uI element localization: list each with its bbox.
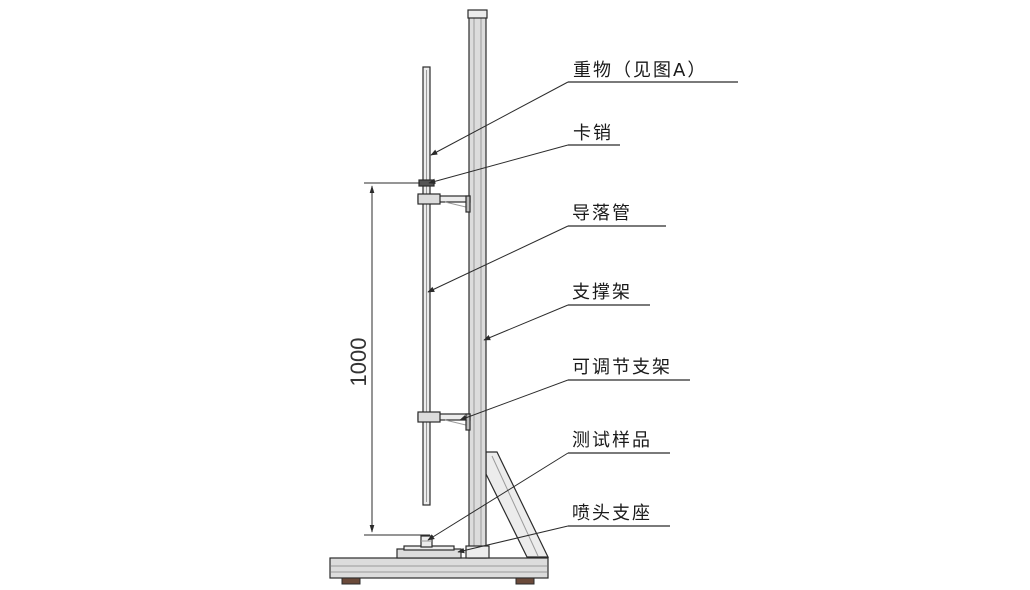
callout-guide-tube: 导落管: [427, 203, 666, 293]
label-nozzle-seat: 喷头支座: [572, 503, 652, 524]
pin: [418, 179, 435, 187]
diagonal-brace: [485, 451, 549, 558]
height-dimension: 1000: [346, 182, 430, 536]
callout-pin: 卡销: [428, 123, 620, 185]
lower-bracket: [417, 411, 471, 431]
guide-tube: [422, 66, 431, 506]
base-foot-right: [515, 577, 535, 585]
main-post: [465, 9, 490, 559]
label-guide-tube: 导落管: [572, 203, 632, 224]
label-test-sample: 测试样品: [572, 430, 652, 451]
label-weight: 重物（见图A）: [573, 60, 707, 81]
callout-test-sample: 测试样品: [427, 430, 670, 541]
post-top-cap: [467, 9, 488, 19]
label-pin: 卡销: [573, 123, 613, 144]
callout-nozzle-seat: 喷头支座: [457, 503, 670, 554]
label-adjustable-bracket: 可调节支架: [572, 357, 672, 378]
callout-support-frame: 支撑架: [483, 282, 650, 341]
nozzle-seat: [396, 545, 462, 559]
label-support-frame: 支撑架: [572, 282, 632, 303]
base-foot-left: [341, 577, 361, 585]
upper-bracket: [417, 193, 471, 213]
test-sample: [420, 535, 433, 548]
callout-adjustable-bracket: 可调节支架: [459, 357, 690, 421]
base-frame: [329, 557, 549, 585]
dimension-value: 1000: [346, 338, 371, 387]
callout-weight: 重物（见图A）: [430, 60, 738, 156]
